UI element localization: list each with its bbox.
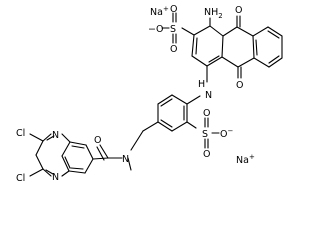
sulfonate-bottom-s: S <box>202 129 208 140</box>
linker-nh-hydrogen: H <box>198 79 205 90</box>
sulfonate-bottom-o-right: O− <box>220 127 233 140</box>
amino-group: NH2 <box>204 7 223 20</box>
linker-nh-nitrogen: N <box>205 90 212 101</box>
bond-lines <box>29 12 283 177</box>
sodium-ion-bottom: Na+ <box>236 153 255 166</box>
chemical-structure-diagram: Na+ NH2 O S O −O O O H N O S O O− Na+ N … <box>16 4 283 184</box>
sulfonate-bottom-o-up: O <box>203 108 210 119</box>
amide-oxygen: O <box>94 135 101 146</box>
sulfonate-bottom-o-down: O <box>203 149 210 160</box>
quinoxaline-nitrogen-top: N <box>52 130 59 141</box>
sulfonate-top-s: S <box>170 24 176 35</box>
sodium-ion-top: Na+ <box>150 5 169 18</box>
amide-nitrogen: N <box>122 154 129 165</box>
carbonyl-top-oxygen: O <box>235 5 242 16</box>
atom-labels: Na+ NH2 O S O −O O O H N O S O O− Na+ N … <box>16 4 255 184</box>
carbonyl-bottom-oxygen: O <box>236 80 243 91</box>
sulfonate-top-o-up: O <box>170 4 177 15</box>
chlorine-top: Cl <box>16 128 25 139</box>
quinoxaline-nitrogen-bottom: N <box>52 172 59 183</box>
chlorine-bottom: Cl <box>16 173 25 184</box>
sulfonate-top-o-down: O <box>170 44 177 55</box>
sulfonate-top-o-left: −O <box>148 24 163 35</box>
